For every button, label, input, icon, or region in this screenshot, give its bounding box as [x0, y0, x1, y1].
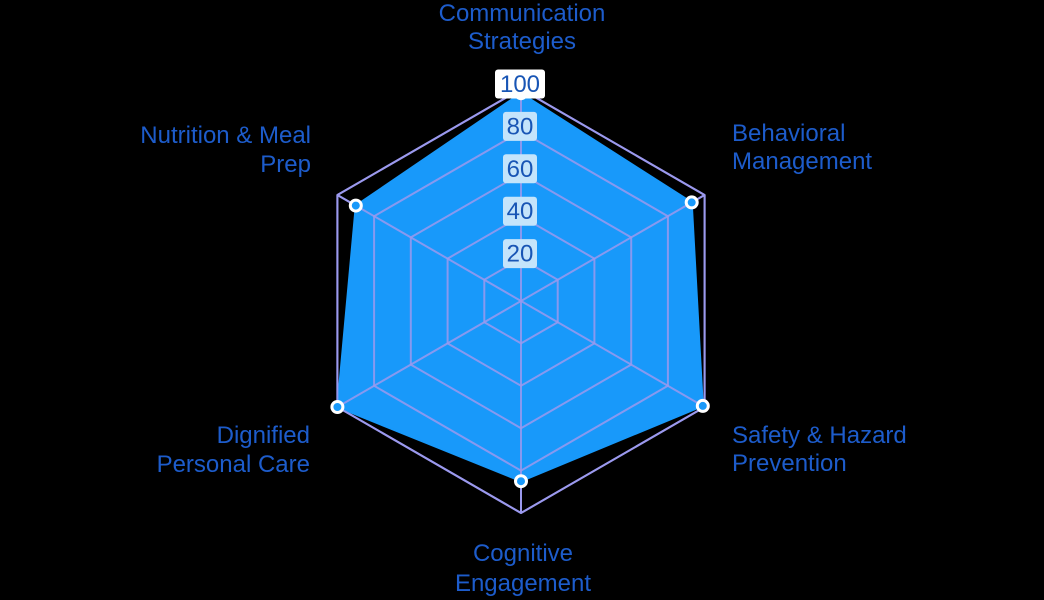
category-label: Nutrition & Meal	[140, 122, 311, 149]
tick-label-box	[503, 154, 537, 184]
tick-label-box	[495, 69, 545, 99]
category-labels: CommunicationStrategiesBehavioralManagem…	[140, 0, 906, 597]
data-point-marker	[514, 474, 528, 489]
data-point-marker	[695, 398, 710, 413]
data-point-marker	[330, 400, 345, 414]
data-point-marker	[684, 195, 699, 210]
category-label: Prep	[260, 151, 311, 178]
tick-label: 40	[507, 198, 534, 225]
tick-label: 80	[507, 113, 534, 140]
tick-label: 100	[500, 71, 540, 98]
axis-line-overlay	[520, 194, 706, 302]
category-label: Dignified	[217, 422, 310, 449]
axis-line-overlay	[520, 300, 706, 408]
tick-label-box	[503, 111, 537, 141]
category-label: Prevention	[732, 450, 847, 477]
tick-labels: 20 40 60 80 100	[495, 69, 545, 269]
category-label: Communication	[439, 0, 606, 27]
category-label: Cognitive	[473, 540, 573, 567]
category-label: Strategies	[468, 28, 576, 55]
tick-label: 20	[507, 241, 534, 268]
category-label: Behavioral	[732, 120, 845, 147]
category-label: Safety & Hazard	[732, 422, 907, 449]
tick-label: 60	[507, 156, 534, 183]
axis-line-overlay	[336, 194, 522, 302]
axis-line-overlay	[336, 300, 522, 408]
category-label: Personal Care	[157, 451, 310, 478]
tick-label-box	[503, 239, 537, 269]
category-label: Management	[732, 148, 872, 175]
grid-overlay	[336, 88, 706, 514]
category-label: Engagement	[455, 570, 591, 597]
tick-label-box	[503, 196, 537, 226]
data-point-marker	[348, 198, 363, 213]
